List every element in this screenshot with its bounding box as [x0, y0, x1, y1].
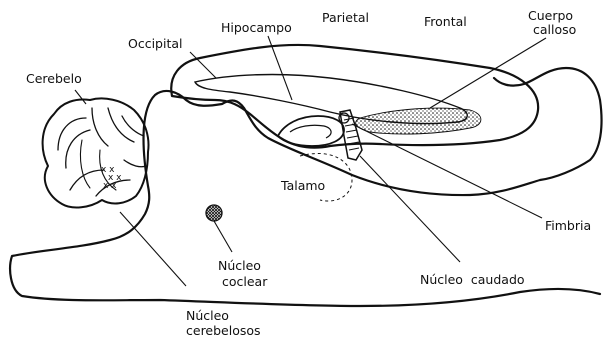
label-nucleo-coclear-2: coclear — [222, 274, 268, 289]
hippocampus-shape — [278, 116, 344, 146]
label-frontal: Frontal — [424, 14, 467, 29]
label-occipital: Occipital — [128, 36, 183, 51]
cerebrum-outline — [171, 45, 538, 148]
cerebellum-shape — [43, 98, 149, 207]
label-fimbria: Fimbria — [545, 218, 591, 233]
label-talamo: Talamo — [280, 178, 325, 193]
svg-text:x x: x x — [103, 181, 117, 191]
label-cuerpo-calloso-1: Cuerpo — [528, 8, 573, 23]
label-nucleo-caudado: Núcleo caudado — [420, 272, 525, 287]
corpus-callosum-band — [356, 108, 481, 134]
hippocampus-inner — [290, 125, 331, 138]
label-nucleo-coclear-1: Núcleo — [218, 258, 261, 273]
label-parietal: Parietal — [322, 10, 369, 25]
label-nucleos-cerebelosos-2: cerebelosos — [186, 323, 261, 338]
label-cuerpo-calloso-2: calloso — [533, 22, 576, 37]
label-hipocampo: Hipocampo — [221, 20, 292, 35]
label-cerebelo: Cerebelo — [26, 71, 82, 86]
label-nucleos-cerebelosos-1: Núcleo — [186, 308, 229, 323]
cochlear-nucleus-circle — [206, 205, 222, 221]
